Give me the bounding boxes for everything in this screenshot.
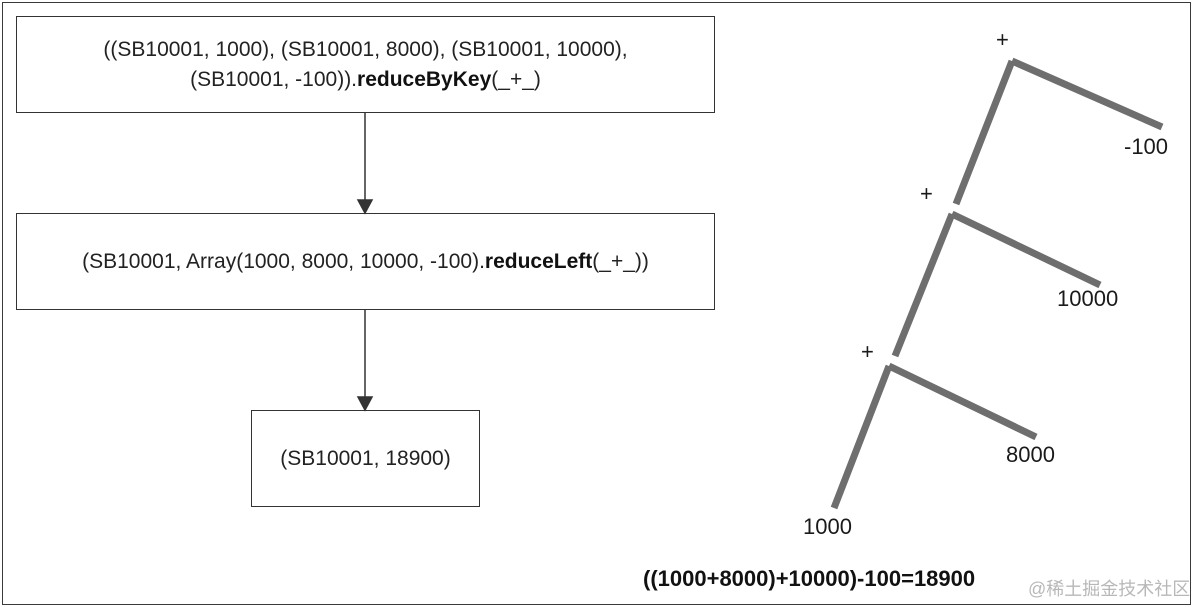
result-text: (SB10001, 18900): [280, 446, 451, 470]
reduce-by-key-box: ((SB10001, 1000), (SB10001, 8000), (SB10…: [16, 16, 715, 113]
plus-operator-top: +: [996, 27, 1009, 52]
reduce-left-suffix: (_+_)): [592, 249, 649, 273]
flow-arrows: [356, 113, 374, 412]
plus-operator-middle: +: [920, 181, 933, 206]
reduce-left-box: (SB10001, Array(1000, 8000, 10000, -100)…: [16, 213, 715, 310]
reduce-left-text: (SB10001, Array(1000, 8000, 10000, -100)…: [82, 247, 649, 277]
tree-branch-minus100: [1010, 57, 1164, 131]
plus-operator-bottom: +: [861, 339, 874, 364]
reduce-left-method: reduceLeft: [484, 249, 593, 273]
leaf-10000: 10000: [1057, 286, 1119, 311]
reduce-left-prefix: (SB10001, Array(1000, 8000, 10000, -100)…: [82, 249, 485, 273]
tree-trunk-lower: [830, 364, 893, 510]
tree-trunk-upper: [952, 59, 1016, 206]
leaf-minus-100: -100: [1124, 134, 1169, 159]
tree-branch-8000: [887, 362, 1038, 441]
result-equation: ((1000+8000)+10000)-100=18900: [643, 566, 976, 591]
arrow-2-head: [356, 396, 374, 412]
tree-branch-10000: [950, 210, 1102, 289]
reduce-by-key-line2-prefix: (SB10001, -100)).: [190, 67, 358, 91]
reduce-by-key-text: ((SB10001, 1000), (SB10001, 8000), (SB10…: [103, 35, 627, 95]
tree-trunk-middle: [891, 212, 956, 358]
arrow-1-head: [356, 199, 374, 215]
reduce-by-key-line2-suffix: (_+_): [491, 67, 541, 91]
leaf-8000: 8000: [1006, 442, 1055, 467]
reduction-tree: [830, 57, 1164, 510]
reduce-by-key-method: reduceByKey: [357, 67, 492, 91]
reduce-by-key-line1: ((SB10001, 1000), (SB10001, 8000), (SB10…: [103, 37, 628, 61]
watermark: @稀土掘金技术社区: [1028, 579, 1191, 599]
leaf-1000: 1000: [803, 514, 852, 539]
